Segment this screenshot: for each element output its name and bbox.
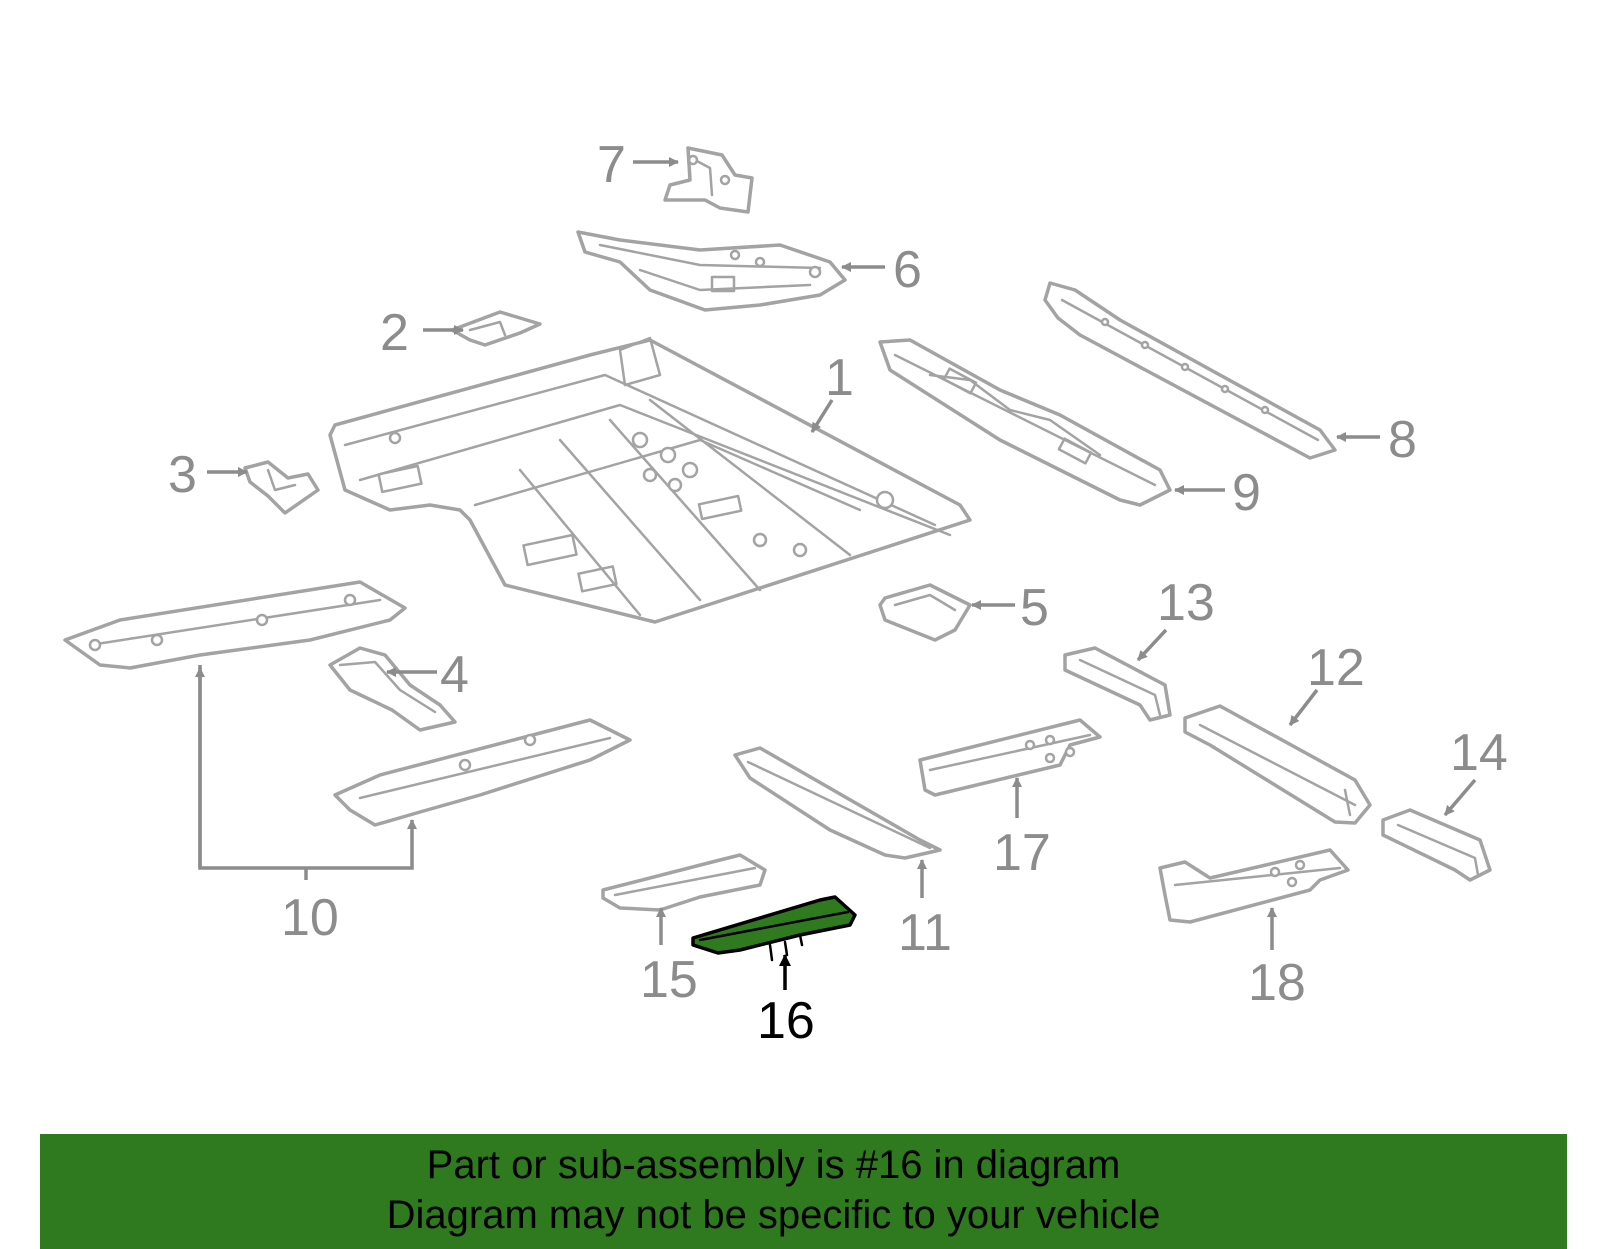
- callout-6: 6: [893, 241, 922, 299]
- callout-11: 11: [898, 904, 952, 962]
- part-3-bracket[interactable]: [243, 460, 320, 515]
- part-8-rail[interactable]: [1043, 281, 1337, 460]
- callout-15: 15: [640, 951, 698, 1009]
- part-18-bracket[interactable]: [1158, 848, 1350, 924]
- callout-18: 18: [1248, 954, 1306, 1012]
- banner-line-part: Part or sub-assembly is #16 in diagram: [426, 1143, 1121, 1187]
- callout-5: 5: [1020, 579, 1049, 637]
- banner-line-disclaimer: Diagram may not be specific to your vehi…: [386, 1193, 1161, 1237]
- part-9-rail[interactable]: [878, 338, 1172, 507]
- part-1-floor-pan[interactable]: [328, 336, 972, 624]
- part-10-side-sill-left[interactable]: [63, 580, 407, 670]
- leader-1: [810, 399, 834, 433]
- part-15-bracket[interactable]: [601, 853, 767, 912]
- callout-labels: 1 2 3 4 5 6 7 8 9 10 11 12 13 14 15 16 1…: [168, 136, 1508, 1050]
- info-banner: Part or sub-assembly is #16 in diagram D…: [40, 1134, 1567, 1249]
- part-14-bracket[interactable]: [1381, 808, 1492, 882]
- callout-1: 1: [825, 349, 854, 407]
- leader-14: [1443, 778, 1477, 817]
- callout-3: 3: [168, 446, 197, 504]
- part-11-rail[interactable]: [733, 746, 942, 860]
- part-10-side-sill-right[interactable]: [333, 718, 632, 827]
- callout-16: 16: [757, 992, 815, 1050]
- callout-13: 13: [1157, 574, 1215, 632]
- part-4-bracket[interactable]: [328, 646, 457, 732]
- callout-12: 12: [1307, 639, 1365, 697]
- leader-12: [1288, 688, 1319, 727]
- part-17-bracket[interactable]: [918, 718, 1102, 797]
- leader-lines: [195, 157, 1477, 990]
- part-12-rail[interactable]: [1183, 704, 1372, 825]
- callout-17: 17: [993, 824, 1051, 882]
- callout-8: 8: [1388, 411, 1417, 469]
- callout-10: 10: [281, 889, 339, 947]
- part-6-crossmember[interactable]: [576, 230, 847, 312]
- part-2-bracket[interactable]: [450, 310, 542, 347]
- part-16-bracket-highlighted[interactable]: [691, 895, 857, 962]
- callout-14: 14: [1450, 724, 1508, 782]
- leader-13: [1136, 628, 1168, 662]
- callout-4: 4: [440, 646, 469, 704]
- callout-2: 2: [380, 304, 409, 362]
- part-13-bracket[interactable]: [1063, 646, 1172, 722]
- callout-9: 9: [1232, 464, 1261, 522]
- part-7-bracket[interactable]: [663, 146, 754, 214]
- callout-7: 7: [597, 136, 626, 194]
- part-5-plate[interactable]: [878, 583, 972, 642]
